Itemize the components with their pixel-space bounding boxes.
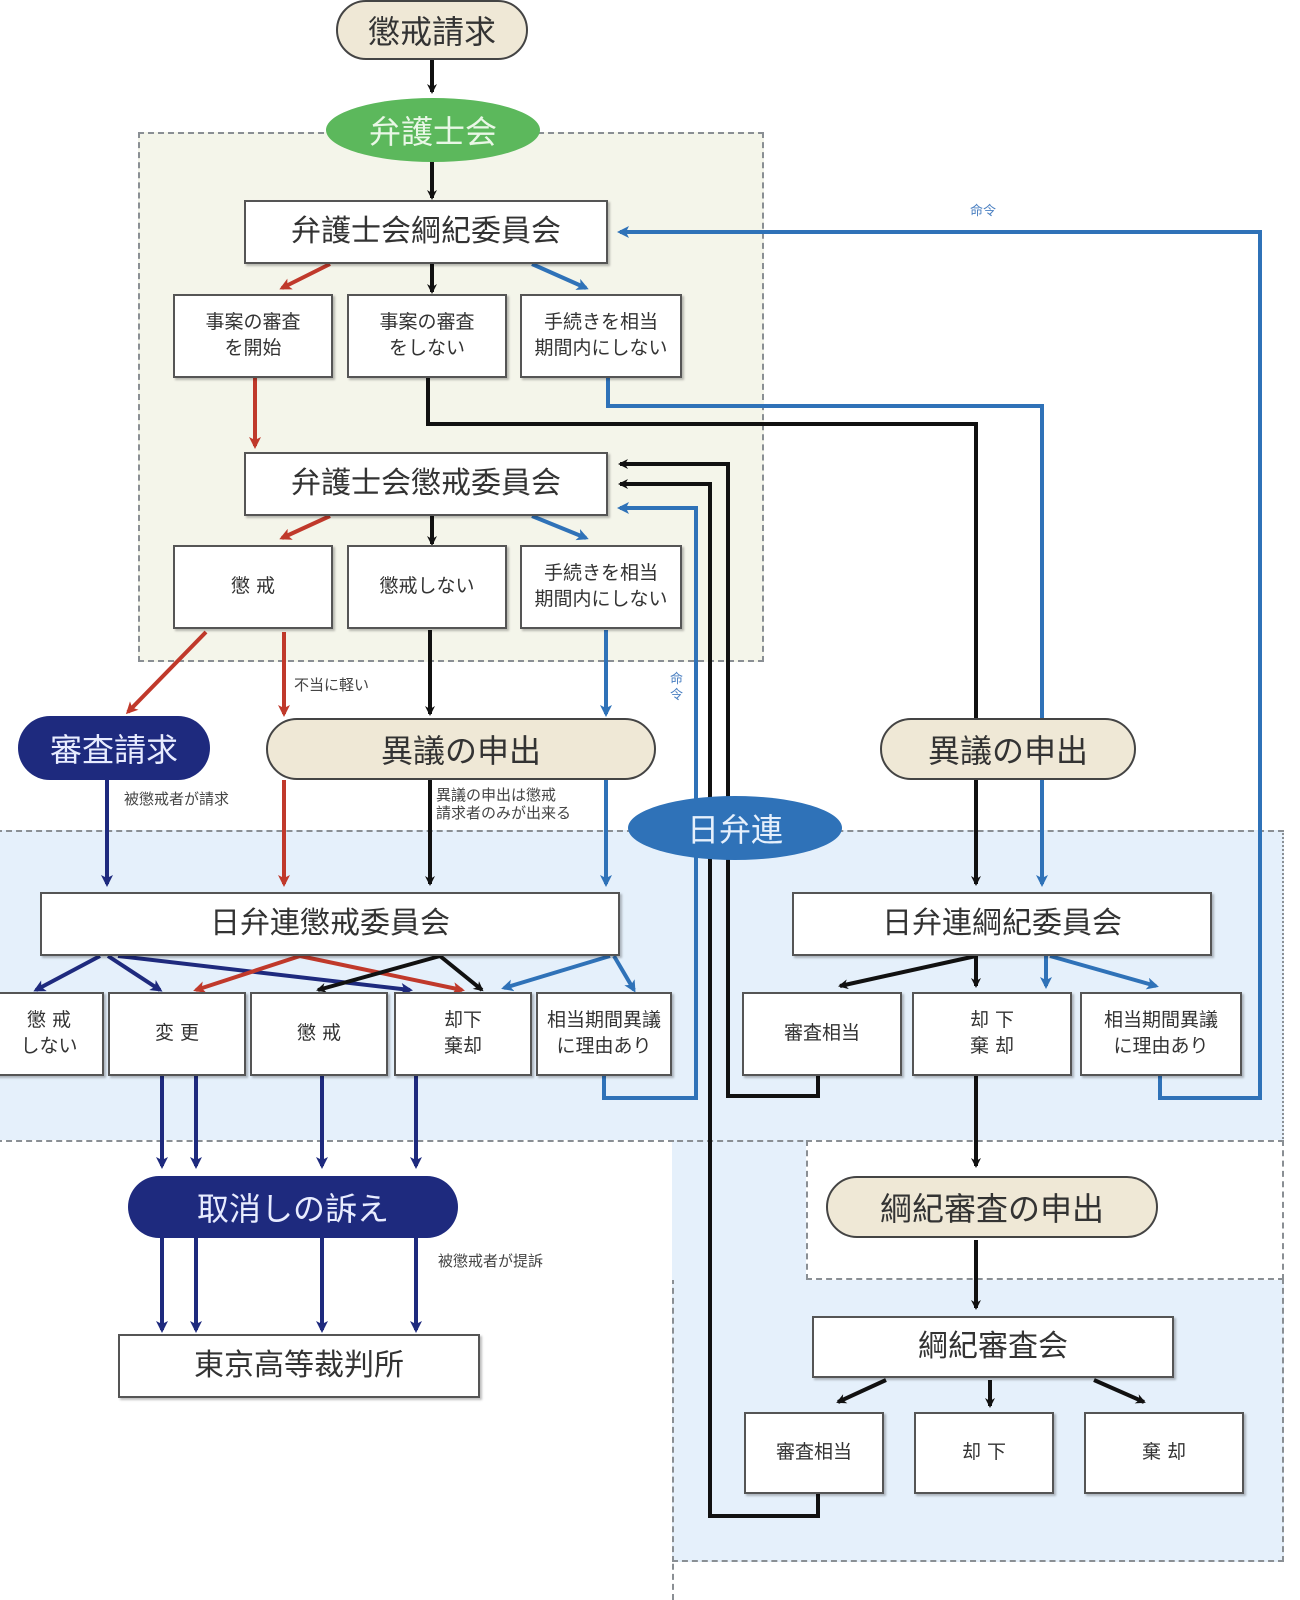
bar-disciplinary-committee: 弁護士会懲戒委員会 — [244, 452, 608, 516]
path-no-review-to-objection-right — [426, 378, 978, 718]
review-request: 審査請求 — [18, 716, 210, 780]
review-outcome-delay: 手続きを相当 期間内にしない — [520, 294, 682, 378]
objection-right: 異議の申出 — [880, 718, 1136, 780]
review-outcome-no-review: 事案の審査 をしない — [347, 294, 507, 378]
path-board-suitable-loop — [618, 479, 820, 1518]
bar-review-committee: 弁護士会綱紀委員会 — [244, 200, 608, 264]
objection-left-note: 異議の申出は懲戒 請求者のみが出来る — [436, 786, 572, 822]
board-outcome-suitable: 審査相当 — [744, 1412, 884, 1494]
nichi-outcome-no-discipline: 懲 戒 しない — [0, 992, 104, 1076]
objection-left: 異議の申出 — [266, 718, 656, 780]
nichi-review-outcome-dismissed: 却 下 棄 却 — [912, 992, 1072, 1076]
nichibenren-disciplinary-committee: 日弁連懲戒委員会 — [40, 892, 620, 956]
bar-association-label: 弁護士会 — [326, 98, 540, 162]
note-too-light: 不当に軽い — [294, 676, 370, 694]
order-label-mid: 命 令 — [670, 672, 684, 703]
nichi-review-outcome-suitable: 審査相当 — [742, 992, 902, 1076]
order-label-top: 命令 — [970, 204, 997, 219]
nichi-review-outcome-delay-objection-valid: 相当期間異議 に理由あり — [1080, 992, 1242, 1076]
board-outcome-rejected: 却 下 — [914, 1412, 1054, 1494]
nichibenren-review-committee: 日弁連綱紀委員会 — [792, 892, 1212, 956]
arrow-discipline-to-review-request — [125, 630, 208, 715]
arrow-review-to-delay — [531, 262, 589, 290]
review-examination-request: 綱紀審査の申出 — [826, 1176, 1158, 1238]
disc-outcome-discipline: 懲 戒 — [173, 545, 333, 629]
disc-outcome-delay: 手続きを相当 期間内にしない — [520, 545, 682, 629]
disciplinary-request-start: 懲戒請求 — [336, 0, 528, 60]
review-outcome-start: 事案の審査 を開始 — [173, 294, 333, 378]
path-delay-to-nichibenren-review — [606, 378, 1048, 887]
nichibenren-label: 日弁連 — [628, 796, 842, 860]
arrow-disc-to-delay — [531, 514, 589, 541]
arrow-review-to-start — [279, 262, 331, 290]
nichi-outcome-dismissed: 却下 棄却 — [394, 992, 532, 1076]
nichi-outcome-discipline: 懲 戒 — [250, 992, 388, 1076]
nichi-outcome-delay-objection-valid: 相当期間異議 に理由あり — [536, 992, 672, 1076]
disc-outcome-no-discipline: 懲戒しない — [347, 545, 507, 629]
board-outcome-dismissed: 棄 却 — [1084, 1412, 1244, 1494]
path-review-suitable-loop — [618, 459, 820, 1098]
review-request-note: 被懲戒者が請求 — [124, 790, 230, 808]
nichi-outcome-change: 変 更 — [108, 992, 246, 1076]
revocation-suit: 取消しの訴え — [128, 1176, 458, 1238]
nichibenren-connector-bg — [672, 1142, 806, 1280]
review-examination-board: 綱紀審査会 — [812, 1316, 1174, 1378]
path-delay-objection-order-loop — [602, 502, 698, 1100]
suit-note: 被懲戒者が提訴 — [438, 1252, 544, 1270]
tokyo-high-court: 東京高等裁判所 — [118, 1334, 480, 1398]
arrow-disc-to-discipline — [279, 514, 331, 540]
path-order-to-review-committee — [617, 226, 1262, 1100]
